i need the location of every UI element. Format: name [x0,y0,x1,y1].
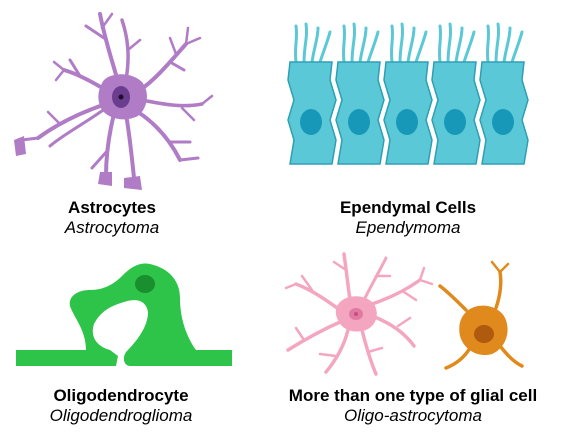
astrocyte-body [98,74,147,119]
oligodendrocyte-cell [16,264,232,367]
astrocytes-label: Astrocytes [65,198,159,218]
ependymal-cells-icon [288,24,528,164]
pink-astrocyte-body [336,296,377,331]
mixed-glial-label: More than one type of glial cell [289,386,537,406]
orange-glial-cell-body [459,306,507,355]
ependymal-cells-caption: Ependymal Cells Ependymoma [340,198,476,238]
mixed-glial-caption: More than one type of glial cell Oligo-a… [289,386,537,426]
oligodendrocyte-label: Oligodendrocyte [50,386,193,406]
astrocytes-caption: Astrocytes Astrocytoma [65,198,159,238]
astrocyte-end-feet [14,136,142,190]
oligo-astrocytoma-label: Oligo-astrocytoma [289,406,537,426]
ependymal-cells-label: Ependymal Cells [340,198,476,218]
astrocytoma-label: Astrocytoma [65,218,159,238]
oligodendroglioma-label: Oligodendroglioma [50,406,193,426]
oligodendrocyte-nucleus [135,275,155,293]
oligodendrocyte-icon [16,264,232,367]
mixed-glial-cells-icon [286,254,522,374]
ependymoma-label: Ependymoma [340,218,476,238]
oligodendrocyte-caption: Oligodendrocyte Oligodendroglioma [50,386,193,426]
ependymal-cilia [295,24,522,62]
